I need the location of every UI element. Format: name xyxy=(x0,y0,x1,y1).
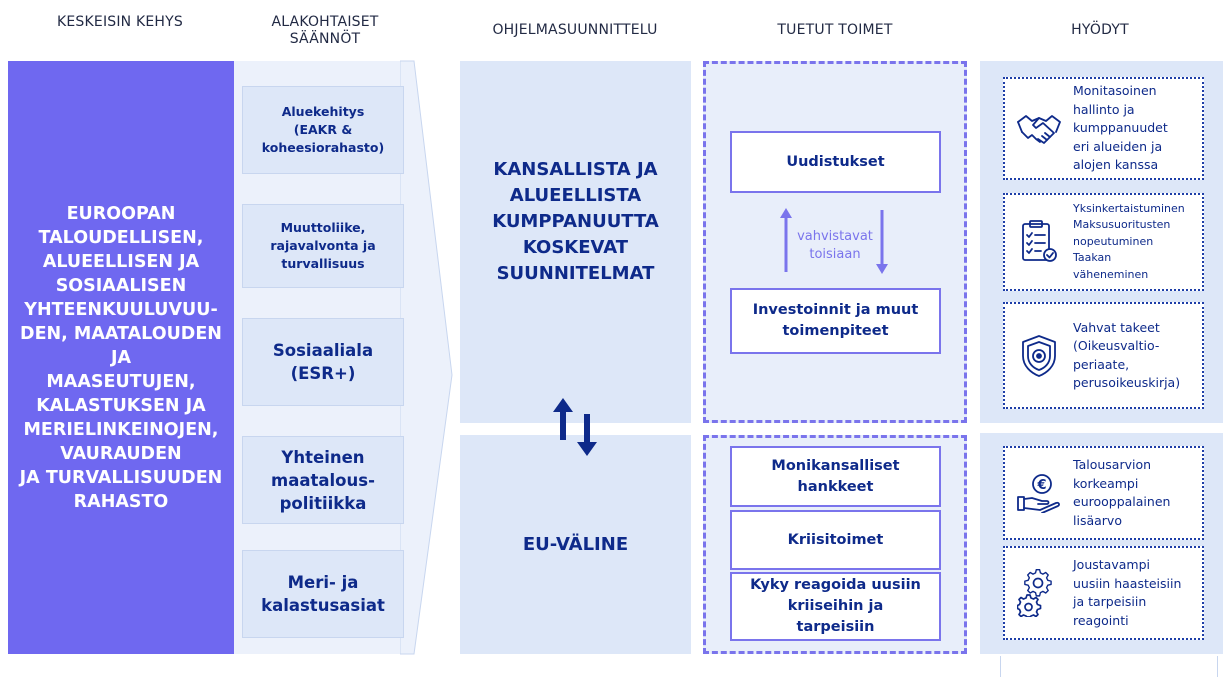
benefit-flexibility-text: Joustavampi uusiin haasteisiin ja tarpei… xyxy=(1073,557,1182,628)
swap-arrows-icon xyxy=(553,398,597,456)
header-actions: TUETUT TOIMET xyxy=(777,22,893,38)
euro-hand-icon: € xyxy=(1005,448,1073,538)
header-benefits: HYÖDYT xyxy=(1071,22,1129,38)
arrow-up-icon xyxy=(780,208,792,272)
benefit-governance-text: Monitasoinen hallinto ja kumppanuudet er… xyxy=(1073,83,1168,173)
rule-regional-development: Aluekehitys (EAKR & koheesiorahasto) xyxy=(242,86,404,174)
chevron-arrow-icon xyxy=(400,60,453,655)
benefit-simplification-text: Yksinkertaistuminen Maksusuoritusten nop… xyxy=(1073,201,1185,281)
handshake-icon xyxy=(1005,79,1073,178)
arrow-down-icon xyxy=(876,210,888,274)
reforms-box: Uudistukset xyxy=(730,131,941,193)
svg-text:€: € xyxy=(1036,478,1046,493)
crisis-actions-box: Kriisitoimet xyxy=(730,510,941,570)
benefit-added-value: € Talousarvion korkeampi eurooppalainen … xyxy=(1003,446,1204,540)
benefit-guarantees-text: Vahvat takeet (Oikeusvaltio- periaate, p… xyxy=(1073,319,1181,391)
benefit-governance: Monitasoinen hallinto ja kumppanuudet er… xyxy=(1003,77,1204,180)
benefit-guarantees: Vahvat takeet (Oikeusvaltio- periaate, p… xyxy=(1003,302,1204,409)
header-rules: ALAKOHTAISET SÄÄNNÖT xyxy=(271,14,379,47)
framework-panel: EUROOPAN TALOUDELLISEN, ALUEELLISEN JA S… xyxy=(8,61,234,654)
header-programming: OHJELMASUUNNITTELU xyxy=(492,22,658,38)
header-framework: KESKEISIN KEHYS xyxy=(57,14,183,30)
footer-bracket xyxy=(1000,656,1218,677)
shield-icon xyxy=(1005,304,1073,407)
multinational-projects-box: Monikansalliset hankkeet xyxy=(730,446,941,507)
benefit-simplification: Yksinkertaistuminen Maksusuoritusten nop… xyxy=(1003,193,1204,291)
rule-agriculture: Yhteinen maatalous- politiikka xyxy=(242,436,404,524)
benefit-flexibility: Joustavampi uusiin haasteisiin ja tarpei… xyxy=(1003,546,1204,640)
eu-instrument-box: EU-VÄLINE xyxy=(460,435,691,654)
mutual-reinforcement-label: vahvistavat toisiaan xyxy=(797,229,873,262)
benefit-added-value-text: Talousarvion korkeampi eurooppalainen li… xyxy=(1073,457,1171,528)
investments-box: Investoinnit ja muut toimenpiteet xyxy=(730,288,941,354)
rule-social: Sosiaaliala (ESR+) xyxy=(242,318,404,406)
checklist-icon xyxy=(1005,195,1073,289)
framework-title: EUROOPAN TALOUDELLISEN, ALUEELLISEN JA S… xyxy=(19,203,223,512)
rule-maritime: Meri- ja kalastusasiat xyxy=(242,550,404,638)
actions-frame-upper xyxy=(703,61,967,423)
crisis-capacity-box: Kyky reagoida uusiin kriiseihin ja tarpe… xyxy=(730,572,941,641)
partnership-plans-box: KANSALLISTA JA ALUEELLISTA KUMPPANUUTTA … xyxy=(460,61,691,423)
gears-icon xyxy=(1005,548,1073,638)
rule-migration: Muuttoliike, rajavalvonta ja turvallisuu… xyxy=(242,204,404,288)
